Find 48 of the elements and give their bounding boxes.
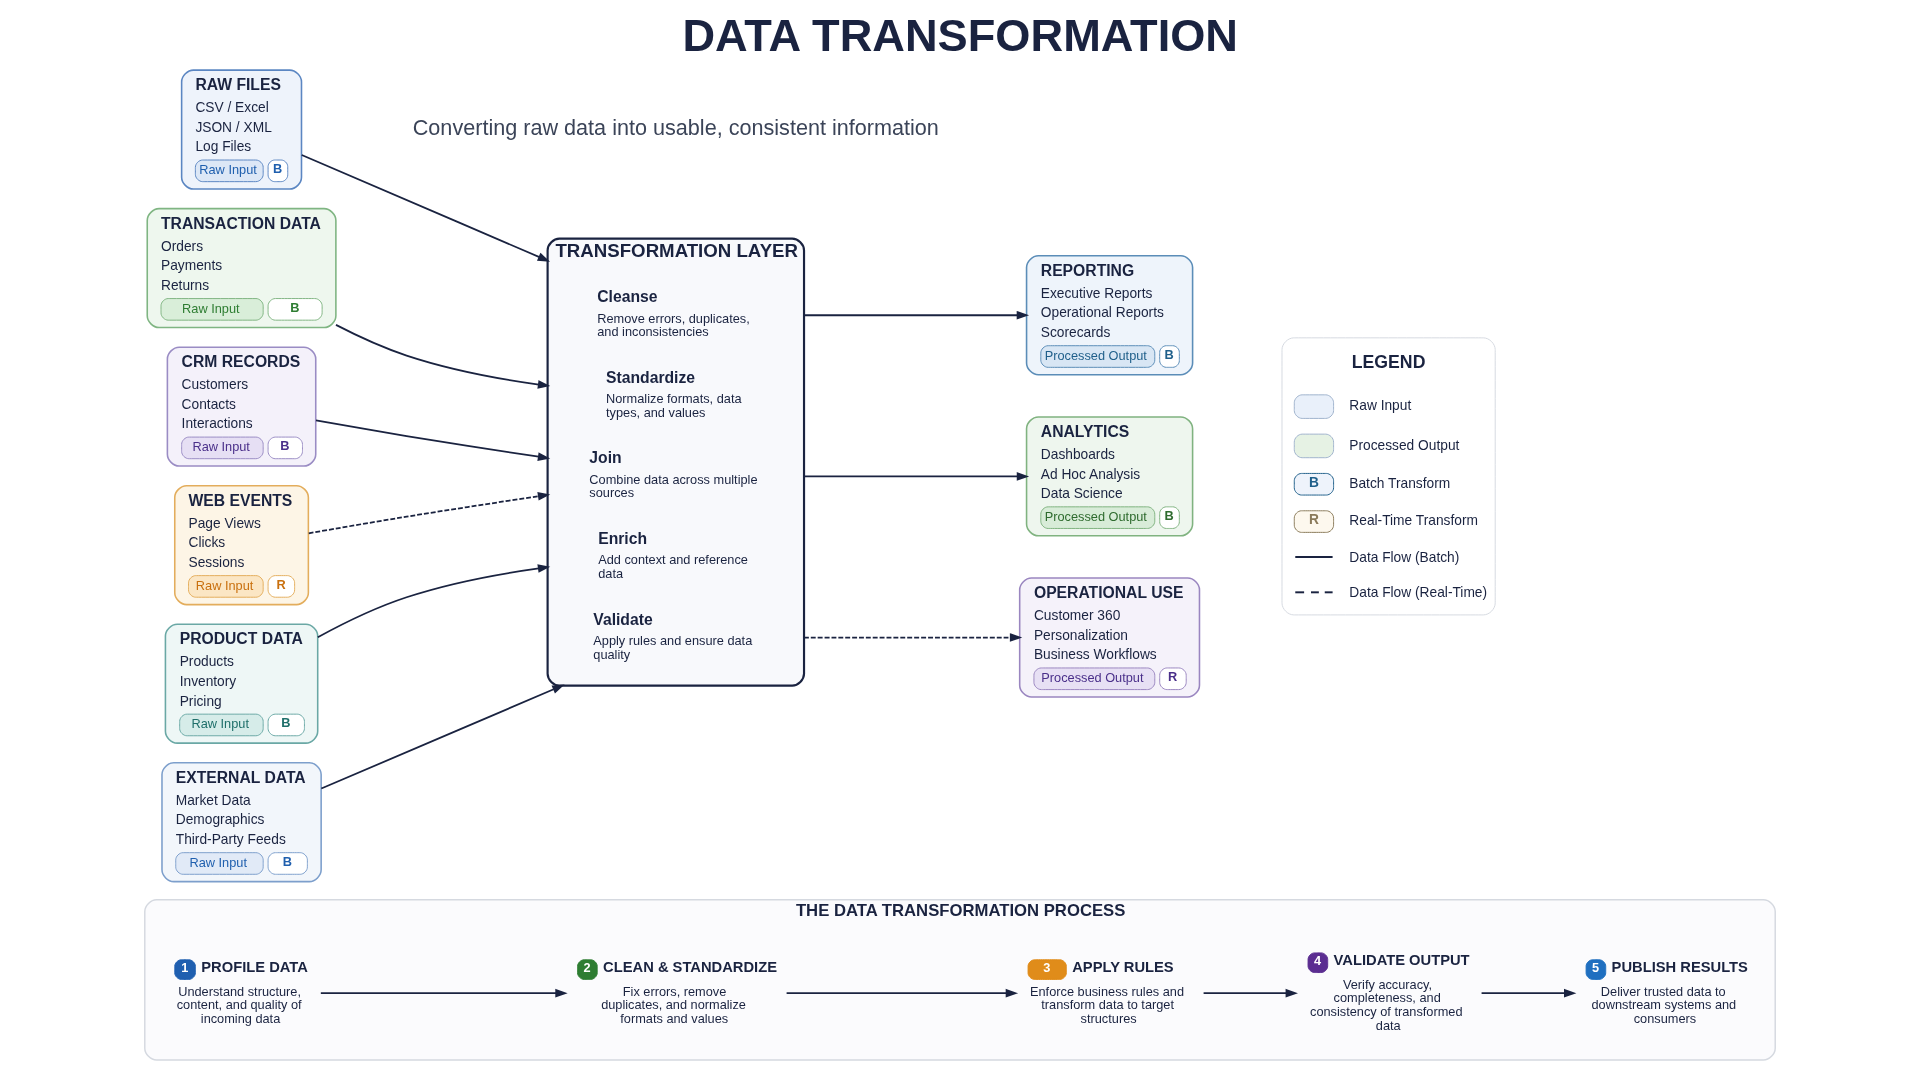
node-text: Join Combine data across multiple sources: [589, 449, 758, 501]
diagram-title: DATA TRANSFORMATION: [682, 10, 1239, 62]
arrow: [785, 988, 1019, 998]
node-box: OPERATIONAL USE Customer 360 Personalization Business Workflows Processed Output R: [1018, 577, 1201, 698]
node-label: PROFILE DATA: [201, 959, 308, 976]
arrow: [803, 310, 1030, 320]
legend-label: Data Flow (Batch): [1349, 549, 1460, 565]
arrow: [803, 633, 1023, 642]
node-label: Verify accuracy, completeness, and consistency of transformed data: [1310, 976, 1463, 1033]
legend-label: Batch Transform: [1349, 475, 1451, 491]
node-label: VALIDATE OUTPUT: [1333, 952, 1470, 969]
node-label: PUBLISH RESULTS: [1611, 959, 1748, 976]
label: R: [1309, 512, 1319, 528]
arrow: [335, 324, 551, 389]
node-box: EXTERNAL DATA Market Data Demographics Third-Party Feeds Raw Input B: [161, 762, 322, 883]
arrow: [1202, 988, 1298, 998]
node-box: ANALYTICS Dashboards Ad Hoc Analysis Data Science Processed Output B: [1025, 416, 1194, 537]
node-label: CLEAN & STANDARDIZE: [603, 959, 778, 976]
node-label: Enforce business rules and transform data to target structures: [1030, 983, 1184, 1027]
arrow: [316, 564, 551, 639]
node-label: Fix errors, remove duplicates, and normalize formats and values: [601, 983, 746, 1027]
legend-label: Data Flow (Real-Time): [1349, 584, 1488, 600]
legend-label: Real-Time Transform: [1349, 513, 1478, 529]
arrow: [307, 492, 551, 535]
arrow: [319, 988, 568, 998]
node-box: RAW FILES CSV / Excel JSON / XML Log Files Raw Input B: [180, 69, 303, 190]
arrow: [320, 684, 565, 790]
node-box: WEB EVENTS Page Views Clicks Sessions Raw Input R: [173, 484, 310, 606]
node-text: Standardize Normalize formats, data types, and values: [606, 368, 742, 420]
legend-label: Processed Output: [1349, 437, 1460, 453]
node-box: PRODUCT DATA Products Inventory Pricing Raw Input B: [164, 623, 319, 744]
legend-label: Raw Input: [1349, 398, 1412, 414]
node-label: Deliver trusted data to downstream systems and consumers: [1591, 983, 1737, 1027]
arrow: [300, 154, 551, 262]
node-box: REPORTING Executive Reports Operational Reports Scorecards Processed Output B: [1025, 255, 1194, 376]
label: B: [1309, 474, 1319, 490]
label: LEGEND: [1351, 351, 1426, 372]
node-label: APPLY RULES: [1072, 959, 1174, 976]
node-text: Cleanse Remove errors, duplicates, and inconsistencies: [597, 288, 750, 340]
arrow: [1480, 988, 1577, 998]
arrow: [803, 472, 1030, 481]
node-text: Enrich Add context and reference data: [598, 529, 748, 581]
node-box: TRANSACTION DATA Orders Payments Returns Raw Input B: [146, 207, 337, 329]
node-box: CRM RECORDS Customers Contacts Interactions Raw Input B: [166, 346, 317, 467]
arrow: [315, 419, 551, 461]
label: Converting raw data into usable, consistent information: [412, 115, 939, 141]
node-label: Understand structure, content, and quality of incoming data: [176, 983, 302, 1027]
node-text: Validate Apply rules and ensure data quality: [593, 610, 753, 662]
